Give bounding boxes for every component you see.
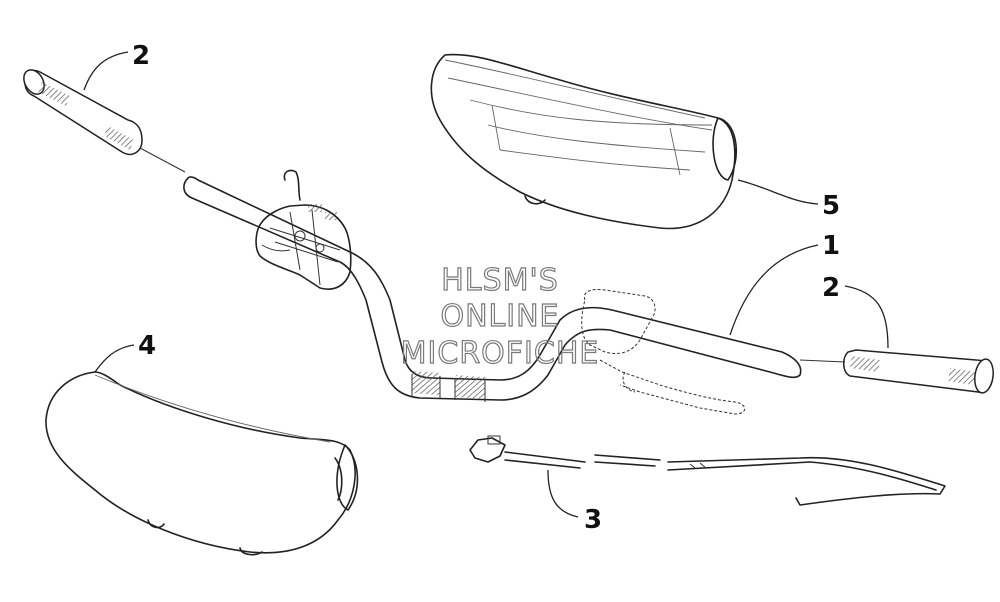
watermark-line-1: HLSM'S xyxy=(441,263,559,298)
callout-2-left-grip: 2 xyxy=(132,41,150,71)
watermark-line-2: ONLINE xyxy=(440,299,559,334)
switch-housing xyxy=(255,169,352,290)
callout-1-handlebar: 1 xyxy=(822,231,840,261)
watermark-line-3: MICROFICHE xyxy=(401,336,600,371)
grip-left xyxy=(23,69,186,173)
leader-lines xyxy=(83,51,889,518)
callout-5-upper-pad: 5 xyxy=(822,191,840,221)
callout-2-right-grip: 2 xyxy=(822,273,840,303)
callout-4-lower-pad: 4 xyxy=(138,331,156,361)
watermark: HLSM'S ONLINE MICROFICHE xyxy=(400,262,600,371)
callout-3-wire-harness: 3 xyxy=(584,505,602,535)
brake-master-cylinder xyxy=(581,289,746,415)
wire-harness xyxy=(469,435,946,506)
handlebar xyxy=(183,176,802,402)
handlebar-pad-lower xyxy=(45,371,359,556)
grip-right xyxy=(799,349,994,394)
handlebar-pad-upper xyxy=(430,53,738,230)
